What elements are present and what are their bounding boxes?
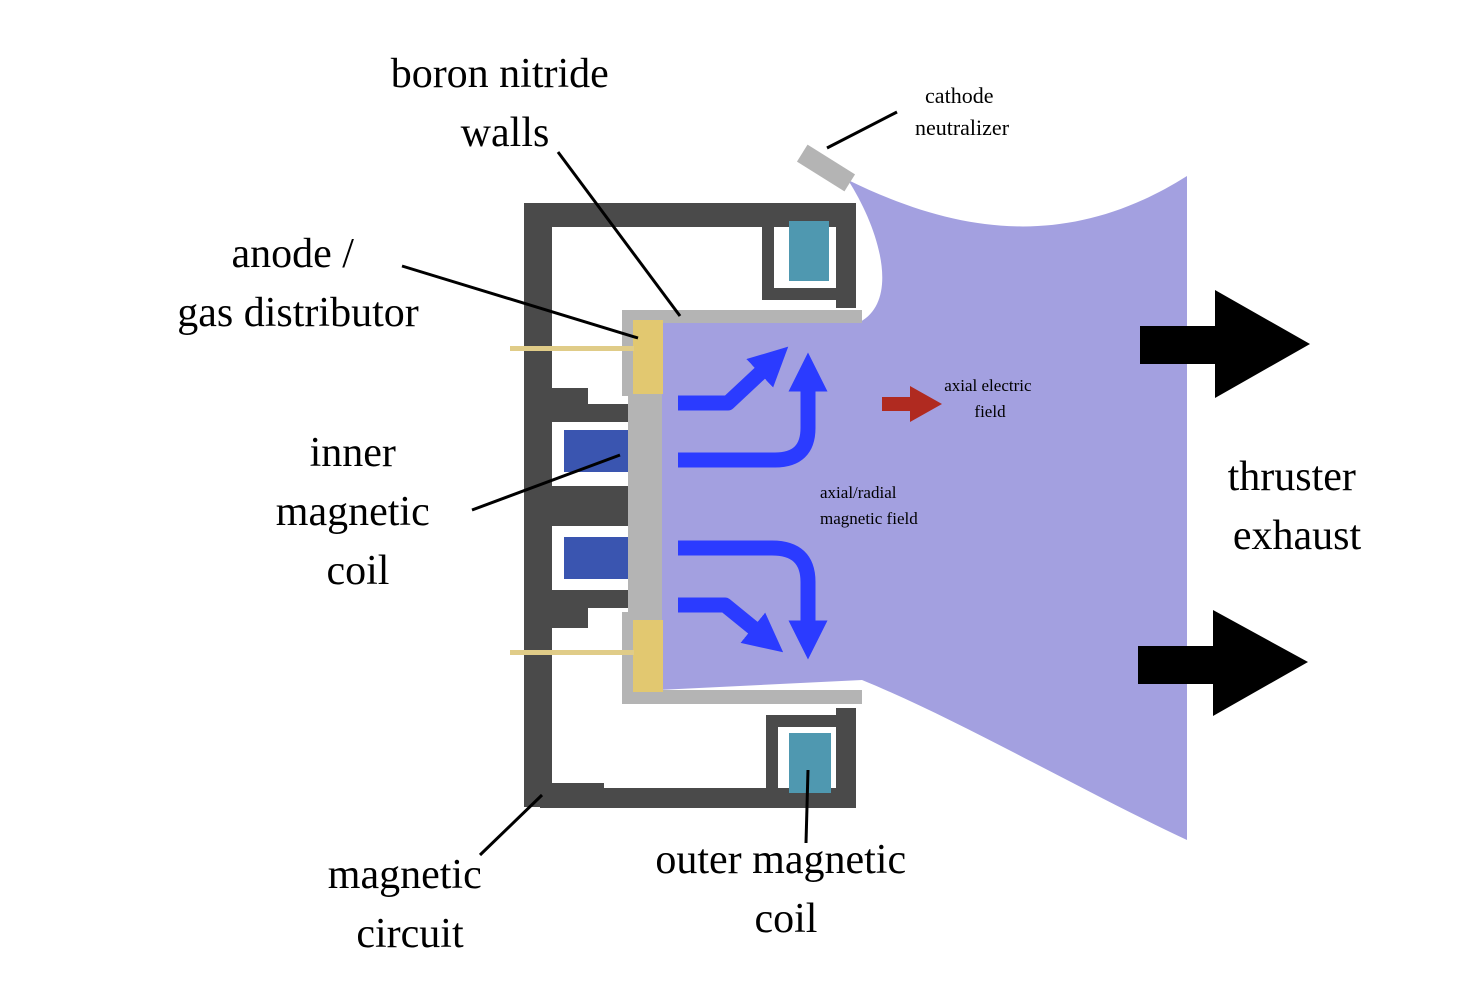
inner-magnetic-coil (564, 430, 628, 579)
outer-magnetic-coil (789, 221, 831, 793)
plasma-plume (658, 176, 1187, 840)
label-axial-electric-field: axial electric field (944, 376, 1036, 421)
magnetic-circuit (524, 203, 856, 808)
label-anode-gas-distributor: anode / gas distributor (177, 231, 418, 336)
leader-lines (401, 110, 898, 857)
leader-anode (401, 264, 639, 340)
leader-boron-nitride (556, 151, 682, 317)
boron-nitride-walls (622, 310, 862, 704)
magnetic-field-arrows (678, 346, 828, 660)
exhaust-arrows (1138, 290, 1310, 716)
electric-field-arrow (882, 386, 942, 422)
label-boron-nitride-walls: boron nitride walls (391, 51, 620, 156)
label-thruster-exhaust: thruster exhaust (1228, 454, 1367, 559)
anode-feed-pins (510, 346, 634, 655)
label-inner-magnetic-coil: inner magnetic coil (276, 430, 440, 594)
field-arrow-upper-curve (678, 352, 828, 468)
label-axial-radial-magnetic-field: axial/radial magnetic field (820, 483, 918, 528)
cathode-neutralizer (796, 144, 856, 192)
leader-inner-coil (471, 453, 621, 512)
exhaust-arrow-upper (1140, 290, 1310, 398)
field-arrow-upper-diagonal (678, 346, 789, 411)
exhaust-arrow-lower (1138, 610, 1308, 716)
label-cathode-neutralizer: cathode neutralizer (915, 83, 1010, 140)
label-magnetic-circuit: magnetic circuit (328, 852, 492, 957)
leader-cathode (826, 110, 898, 150)
leader-magnetic-circuit (478, 793, 544, 857)
field-arrow-lower-curve (678, 540, 828, 660)
label-outer-magnetic-coil: outer magnetic coil (655, 837, 916, 942)
leader-outer-coil (804, 769, 810, 844)
field-arrow-lower-diagonal (678, 597, 784, 653)
anode-gas-distributor (633, 320, 663, 692)
